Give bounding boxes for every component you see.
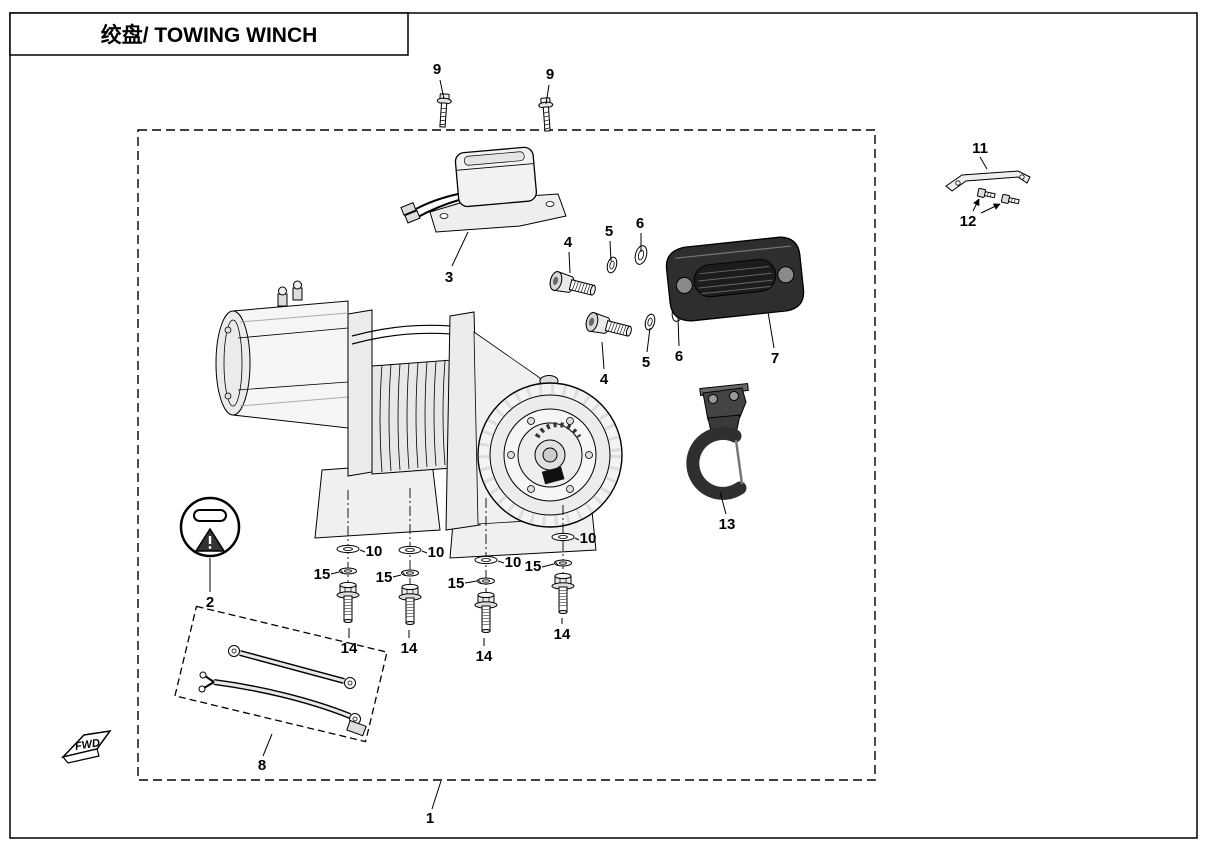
bracket-bolt — [1000, 193, 1021, 207]
callout-15: 15 — [448, 575, 465, 592]
mounting-bolt — [398, 583, 422, 625]
callout-10: 10 — [428, 544, 445, 561]
fwd-arrow: FWD — [60, 729, 112, 764]
spring-washer — [554, 559, 572, 567]
fairlead-screw — [547, 269, 598, 301]
page-title: 绞盘/ TOWING WINCH — [101, 23, 318, 47]
hook-latch — [734, 439, 744, 485]
mounting-bolt — [336, 581, 360, 623]
spring-washer — [477, 577, 495, 585]
gear-housing-face — [477, 382, 623, 528]
spring-washer — [401, 569, 419, 577]
flat-washer — [474, 555, 498, 565]
callout-5: 5 — [642, 354, 650, 371]
warning-decal — [179, 496, 241, 558]
assembly-boundary — [137, 129, 876, 781]
bracket-bolt — [976, 187, 997, 201]
leader-lines — [209, 79, 1001, 810]
motor-terminals — [277, 280, 303, 307]
flat-washer — [398, 545, 422, 555]
wiring-harness — [174, 605, 388, 743]
spring-washer — [644, 313, 656, 331]
callout-12: 12 — [960, 213, 977, 230]
callout-4: 4 — [600, 371, 609, 388]
contactor-box — [454, 146, 538, 208]
winch-left-plate — [347, 309, 373, 477]
winch-hook — [686, 382, 749, 500]
callout-11: 11 — [972, 140, 988, 157]
contactor-assembly — [400, 146, 567, 233]
callout-6: 6 — [636, 215, 644, 232]
mounting-bolt — [474, 591, 498, 633]
callout-1: 1 — [426, 810, 434, 827]
callout-9: 9 — [433, 61, 441, 78]
brand-label — [541, 466, 565, 485]
callout-9: 9 — [546, 66, 554, 83]
winch-drum — [371, 359, 453, 475]
callout-14: 14 — [476, 648, 493, 665]
callout-14: 14 — [341, 640, 358, 657]
callout-13: 13 — [719, 516, 736, 533]
callout-15: 15 — [376, 569, 393, 586]
fairlead — [665, 236, 805, 322]
callout-14: 14 — [401, 640, 418, 657]
winch-assembly — [215, 280, 623, 559]
spring-washer — [606, 256, 618, 274]
page-border — [9, 12, 1198, 839]
fwd-label: FWD — [74, 737, 101, 753]
callout-15: 15 — [525, 558, 542, 575]
mounting-bolt — [551, 572, 575, 614]
harness-connector — [346, 719, 367, 737]
ring-terminal — [199, 671, 207, 679]
callout-14: 14 — [554, 626, 571, 643]
callout-4: 4 — [564, 234, 573, 251]
callout-10: 10 — [366, 543, 383, 560]
title-box: 绞盘/ TOWING WINCH — [9, 12, 409, 56]
fairlead-screw — [583, 310, 634, 342]
callout-7: 7 — [771, 350, 779, 367]
wire-connector — [400, 202, 417, 216]
winch-right-plate — [445, 311, 481, 531]
flat-washer — [634, 245, 648, 265]
callout-5: 5 — [605, 223, 613, 240]
callout-10: 10 — [505, 554, 522, 571]
callout-10: 10 — [580, 530, 597, 547]
fairlead-hole — [777, 266, 795, 284]
harness-boundary — [174, 605, 388, 743]
callout-2: 2 — [206, 594, 214, 611]
callout-6: 6 — [675, 348, 683, 365]
contactor-wires — [400, 193, 460, 224]
callout-8: 8 — [258, 757, 266, 774]
flat-washer — [551, 532, 575, 542]
ring-terminal — [198, 685, 206, 693]
wire-connector — [404, 210, 421, 224]
winch-motor — [215, 280, 349, 429]
fairlead-hole — [675, 276, 693, 294]
spring-washer — [339, 567, 357, 575]
callout-15: 15 — [314, 566, 331, 583]
flat-washer — [336, 544, 360, 554]
callout-3: 3 — [445, 269, 453, 286]
bracket — [945, 170, 1031, 207]
mounting-hardware — [336, 488, 575, 633]
